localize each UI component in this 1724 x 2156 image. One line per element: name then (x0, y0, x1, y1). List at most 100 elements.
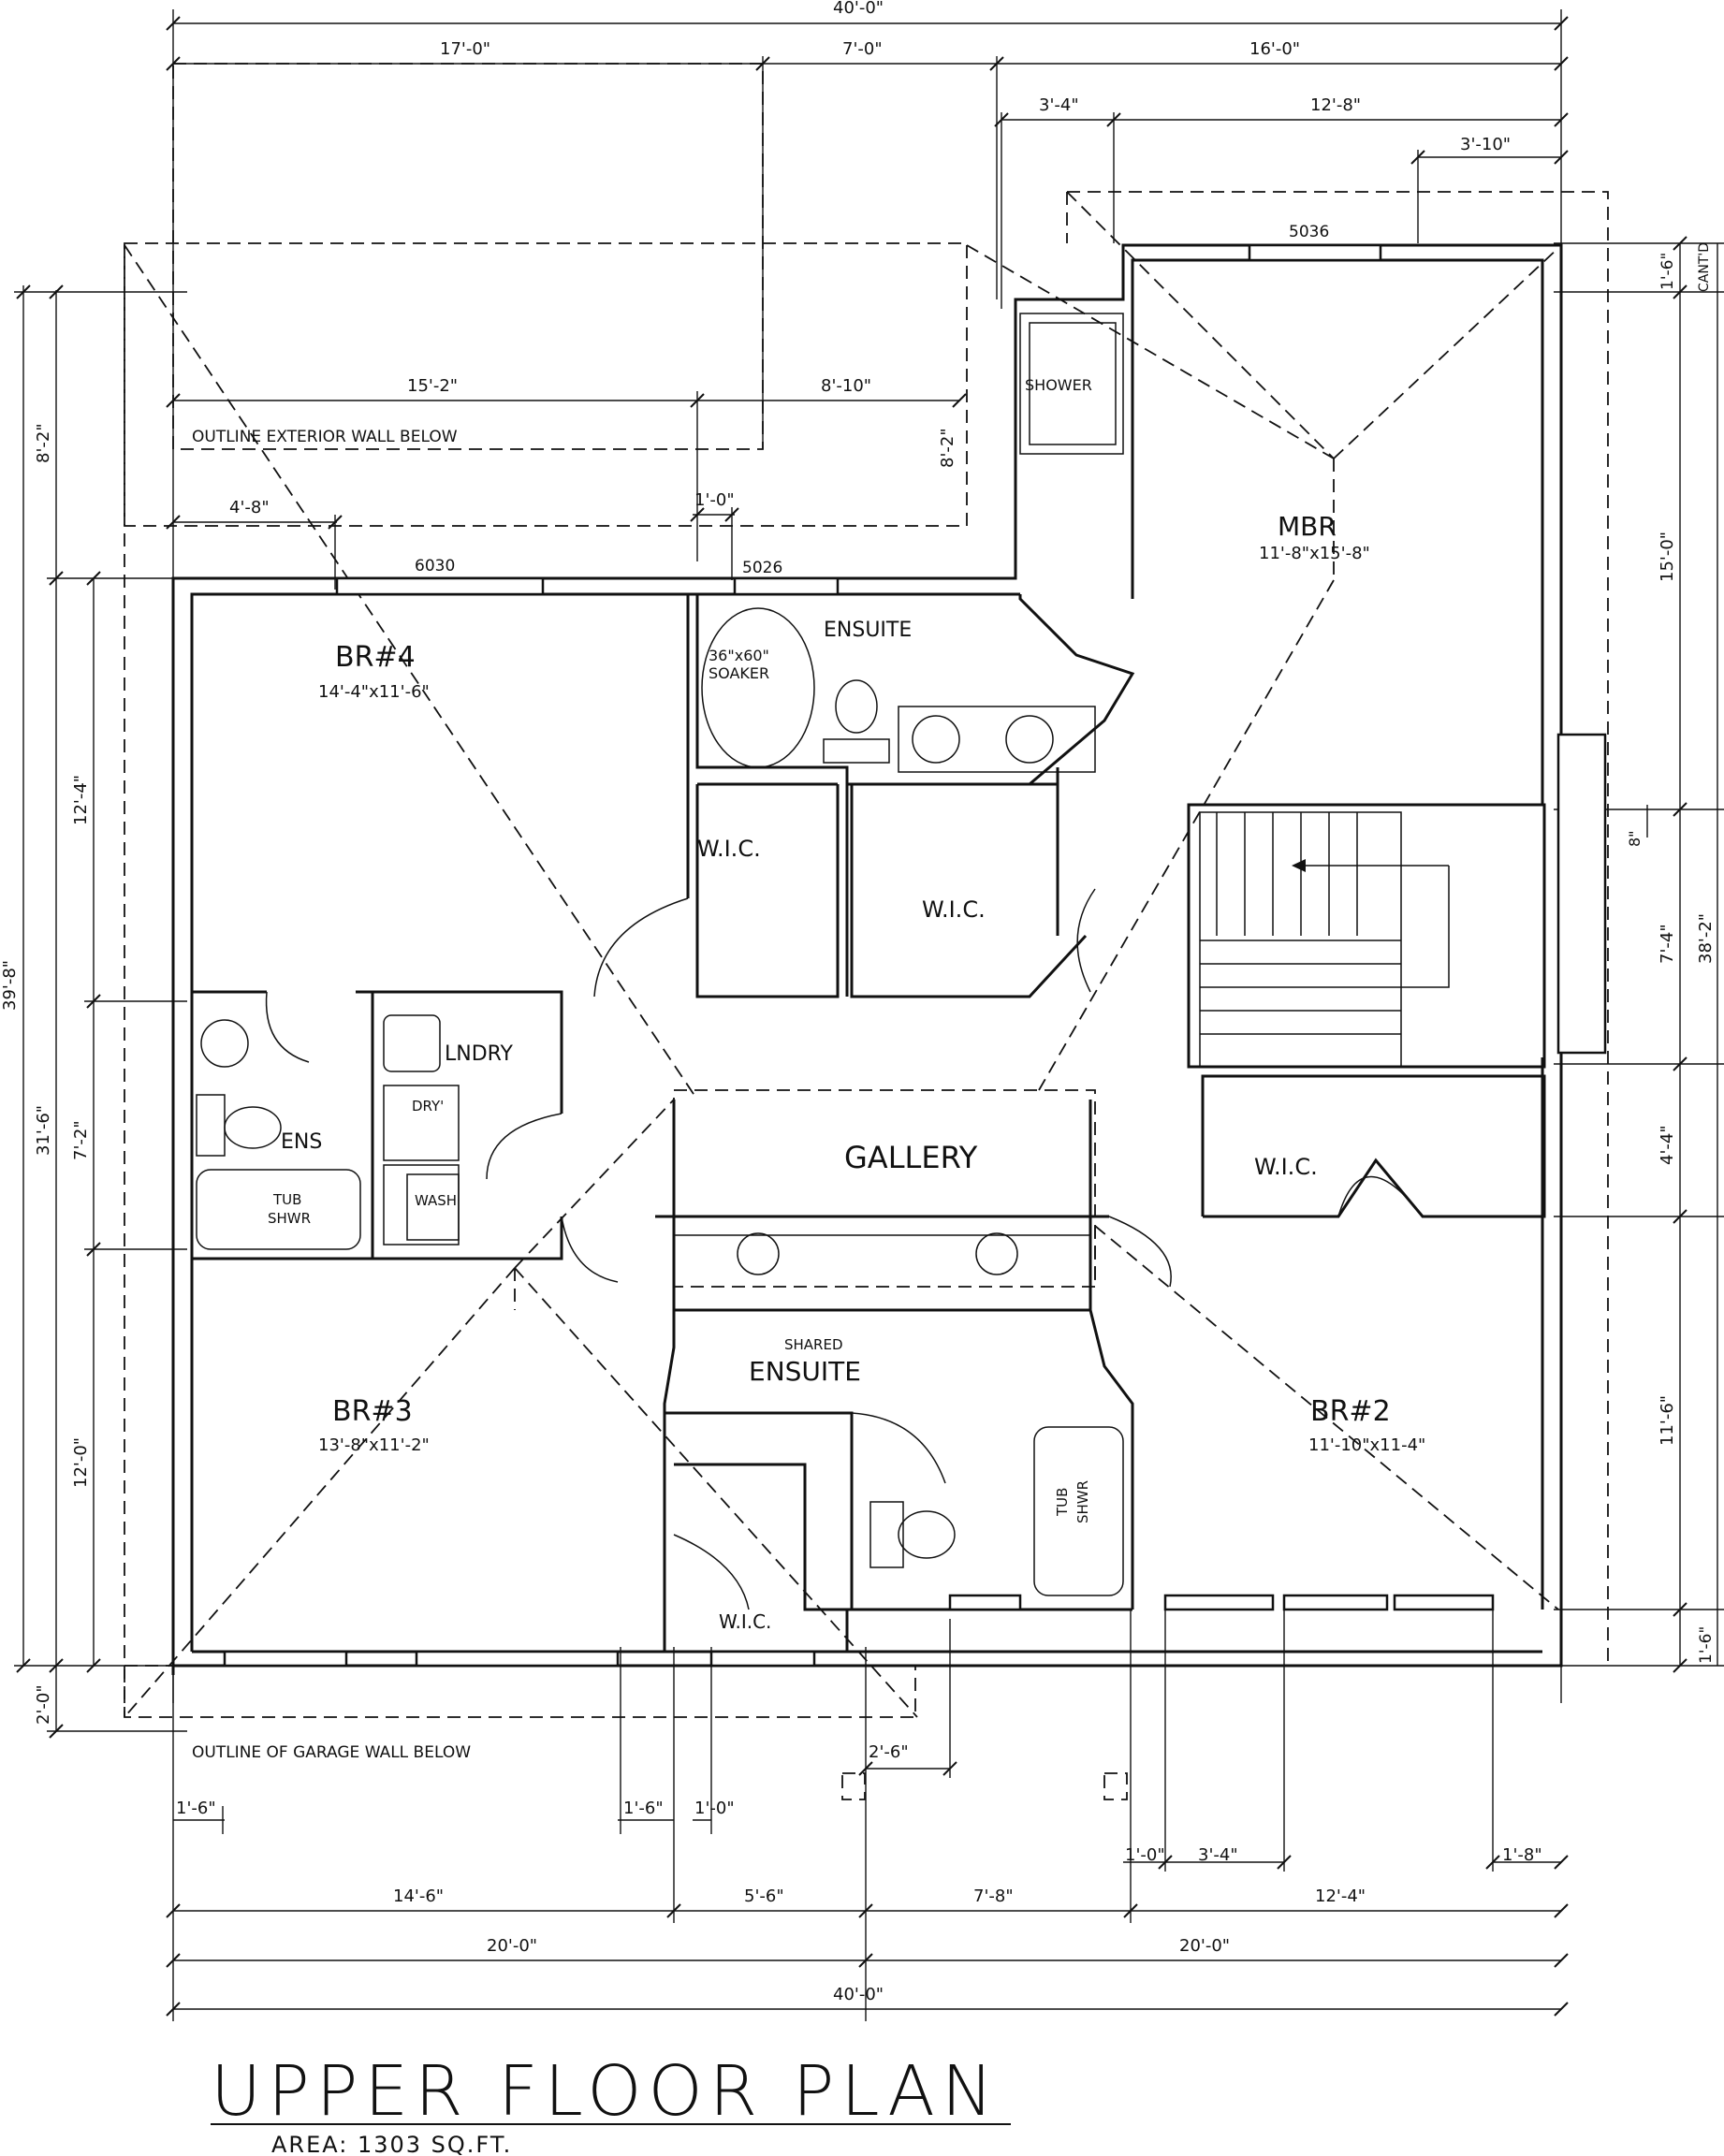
wic-label-1: W.I.C. (697, 836, 761, 862)
dim-bottom-2-6: 2'-6" (869, 1742, 909, 1762)
interior-walls (192, 594, 1546, 1652)
dim-bottom-20-b: 20'-0" (1179, 1936, 1230, 1956)
dim-right-1-6-bot: 1'-6" (1697, 1626, 1716, 1664)
window-6030: 6030 (415, 557, 455, 575)
shared-toilet (898, 1510, 956, 1559)
shared-label: SHARED (784, 1336, 843, 1353)
dim-right-38-2: 38'-2" (1696, 913, 1716, 964)
room-br2-size: 11'-10"x11-4" (1308, 1435, 1425, 1455)
dim-bottom-1-6-a: 1'-6" (176, 1799, 216, 1818)
wic-label-2: W.I.C. (922, 896, 986, 923)
ens-toilet (224, 1106, 282, 1149)
soaker-size-label: 36"x60" (709, 647, 769, 664)
outline-garage-note: OUTLINE OF GARAGE WALL BELOW (192, 1743, 471, 1762)
bottom-dimensions (166, 1610, 1569, 2021)
ensuite-vanity (898, 706, 1096, 773)
title-block: UPPER FLOOR PLAN AREA: 1303 SQ.FT. (211, 2051, 1011, 2156)
dim-right-15-0: 15'-0" (1658, 532, 1677, 582)
room-labels: MBR 11'-8"x15'-8" BR#4 14'-4"x11'-6" BR#… (268, 376, 1425, 1633)
dim-top-16: 16'-0" (1249, 39, 1300, 59)
dryer (383, 1085, 460, 1161)
washer-label: WASH (415, 1192, 457, 1209)
room-mbr-size: 11'-8"x15'-8" (1259, 544, 1370, 563)
dim-top-3-10: 3'-10" (1460, 135, 1511, 154)
dim-bottom-20-a: 20'-0" (487, 1936, 537, 1956)
shared-shwr-label: SHWR (1074, 1480, 1091, 1523)
room-br4-name: BR#4 (335, 641, 416, 674)
right-dimensions (1554, 236, 1724, 1673)
dashed-outlines (124, 63, 1609, 1800)
shower-stall (1019, 313, 1124, 455)
dim-bottom-5-6: 5'-6" (744, 1886, 784, 1906)
bottom-dimension-labels: 2'-6" 1'-6" 1'-6" 1'-0" 1'-0" 3'-4" 1'-8… (176, 1742, 1542, 2004)
dim-top-1-0: 1'-0" (694, 490, 735, 510)
dim-bottom-1-0-a: 1'-0" (694, 1799, 735, 1818)
shared-tub-label: TUB (1054, 1488, 1071, 1517)
dim-top-7: 7'-0" (842, 39, 883, 59)
dim-bottom-overall: 40'-0" (833, 1985, 884, 2004)
dim-top-12-8: 12'-8" (1310, 95, 1361, 115)
outline-exterior-note: OUTLINE EXTERIOR WALL BELOW (192, 428, 458, 446)
ens-label: ENS (281, 1130, 322, 1154)
dim-left-8-2: 8'-2" (34, 423, 53, 463)
right-dimension-labels: 1'-6" 15'-0" 38'-2" 7'-4" 8" 4'-4" 11'-6… (1626, 253, 1716, 1664)
room-br4-size: 14'-4"x11'-6" (318, 682, 430, 702)
dim-bottom-1-0-b: 1'-0" (1125, 1845, 1165, 1865)
dim-left-2-0: 2'-0" (34, 1684, 53, 1725)
stair-treads (1200, 812, 1450, 1035)
dim-right-7-4: 7'-4" (1658, 924, 1677, 964)
dim-top-8-2: 8'-2" (938, 428, 957, 468)
dim-top-17: 17'-0" (440, 39, 490, 59)
dryer-label: DRY' (412, 1098, 444, 1114)
plan-title: UPPER FLOOR PLAN (211, 2051, 1000, 2132)
exterior-walls (171, 243, 1607, 1675)
dim-bottom-7-8: 7'-8" (973, 1886, 1014, 1906)
dim-right-8: 8" (1626, 830, 1644, 847)
dim-bottom-12-4: 12'-4" (1315, 1886, 1366, 1906)
door-swings (265, 888, 1424, 1610)
dim-left-overall: 39'-8" (0, 960, 20, 1011)
dim-bottom-14-6: 14'-6" (393, 1886, 444, 1906)
dim-left-12-4: 12'-4" (71, 775, 91, 825)
dim-right-4-4: 4'-4" (1658, 1125, 1677, 1165)
room-mbr-name: MBR (1278, 511, 1337, 542)
window-5026: 5026 (742, 559, 782, 577)
plan-area: AREA: 1303 SQ.FT. (271, 2132, 512, 2156)
dim-left-31-6: 31'-6" (34, 1105, 53, 1156)
room-br3-size: 13'-8"x11'-2" (318, 1435, 430, 1455)
ens-shwr-label: SHWR (268, 1210, 311, 1227)
left-dimensions (14, 284, 187, 1739)
dim-bottom-3-4: 3'-4" (1198, 1845, 1238, 1865)
ensuite-label: ENSUITE (824, 619, 912, 642)
fixtures (196, 313, 1450, 1596)
dim-left-12-0: 12'-0" (71, 1437, 91, 1488)
left-dimension-labels: 39'-8" 8'-2" 31'-6" 2'-0" 12'-4" 7'-2" 1… (0, 423, 91, 1725)
dim-top-3-4: 3'-4" (1039, 95, 1079, 115)
shared-vanity (673, 1234, 1091, 1311)
room-br3-name: BR#3 (332, 1395, 413, 1428)
dim-bottom-1-6-b: 1'-6" (623, 1799, 664, 1818)
dim-top-15-2: 15'-2" (407, 376, 458, 396)
dim-bottom-1-8: 1'-8" (1502, 1845, 1542, 1865)
dim-right-11-6: 11'-6" (1658, 1395, 1677, 1446)
shared-ensuite-label: ENSUITE (749, 1356, 861, 1387)
ens-tub-label: TUB (272, 1191, 301, 1208)
wic-label-3: W.I.C. (1254, 1154, 1318, 1180)
dim-top-overall: 40'-0" (833, 0, 884, 18)
soaker-label: SOAKER (709, 664, 769, 682)
wic-label-4: W.I.C. (719, 1610, 771, 1633)
top-dimension-labels: 40'-0" 17'-0" 7'-0" 16'-0" 3'-4" 12'-8" … (229, 0, 1511, 517)
laundry-label: LNDRY (445, 1042, 514, 1066)
cantd-note: CANT'D (1697, 242, 1712, 292)
ensuite-toilet (835, 679, 878, 734)
dim-top-4-8: 4'-8" (229, 498, 270, 517)
window-5036: 5036 (1289, 223, 1329, 241)
dim-left-7-2: 7'-2" (71, 1120, 91, 1160)
shared-tub (1033, 1426, 1124, 1596)
dim-right-1-6-top: 1'-6" (1658, 253, 1677, 290)
soaker-tub (701, 607, 815, 768)
plan-notes: OUTLINE EXTERIOR WALL BELOW OUTLINE OF G… (192, 223, 1712, 1762)
room-br2-name: BR#2 (1310, 1395, 1391, 1428)
gallery-label: GALLERY (844, 1140, 978, 1175)
